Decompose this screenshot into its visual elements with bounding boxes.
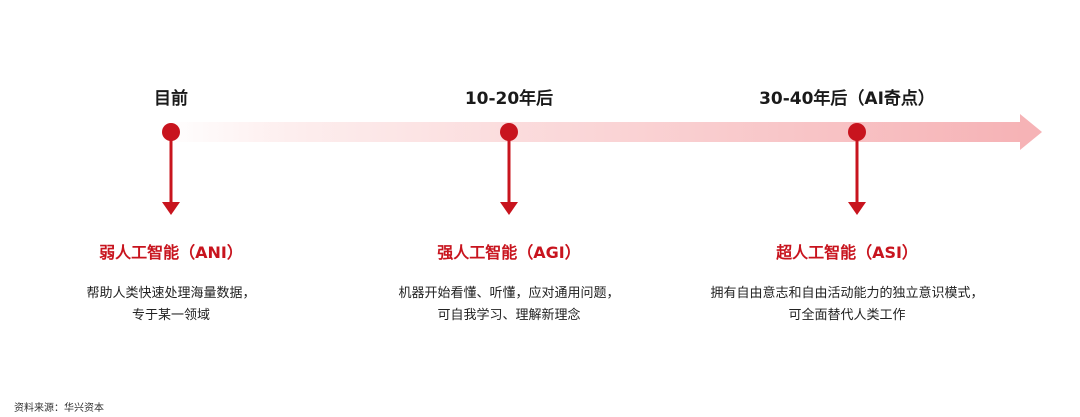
stage-desc-line: 可全面替代人类工作 xyxy=(788,308,906,323)
stage-desc-ani: 帮助人类快速处理海量数据， 专于某一领域 xyxy=(0,283,351,327)
timeline-bar xyxy=(160,122,1022,142)
stage-title-ani: 弱人工智能（ANI） xyxy=(99,243,243,262)
stage-desc-line: 可自我学习、理解新理念 xyxy=(437,308,581,323)
stage-desc-agi: 机器开始看懂、听懂，应对通用问题， 可自我学习、理解新理念 xyxy=(329,283,689,327)
timeline-arrow xyxy=(160,114,1042,150)
stage-desc-asi: 拥有自由意志和自由活动能力的独立意识模式， 可全面替代人类工作 xyxy=(667,283,1027,327)
stage-desc-line: 帮助人类快速处理海量数据， xyxy=(86,286,256,301)
timeline-arrowhead xyxy=(1020,114,1042,150)
stage-marker-far xyxy=(848,123,866,215)
source-note: 资料来源：华兴资本 xyxy=(14,403,104,414)
stage-time-mid: 10-20年后 xyxy=(464,89,554,109)
timeline-dot xyxy=(500,123,518,141)
timeline-dot xyxy=(162,123,180,141)
stage-time-far: 30-40年后（AI奇点） xyxy=(759,89,935,109)
stage-time-now: 目前 xyxy=(154,89,188,109)
stage-desc-line: 拥有自由意志和自由活动能力的独立意识模式， xyxy=(710,286,984,301)
stage-desc-line: 机器开始看懂、听懂，应对通用问题， xyxy=(398,286,620,301)
stage-title-asi: 超人工智能（ASI） xyxy=(776,243,918,262)
stage-marker-now xyxy=(162,123,180,215)
stage-marker-mid xyxy=(500,123,518,215)
timeline-dot xyxy=(848,123,866,141)
stage-title-agi: 强人工智能（AGI） xyxy=(437,243,581,262)
stage-desc-line: 专于某一领域 xyxy=(131,308,210,323)
